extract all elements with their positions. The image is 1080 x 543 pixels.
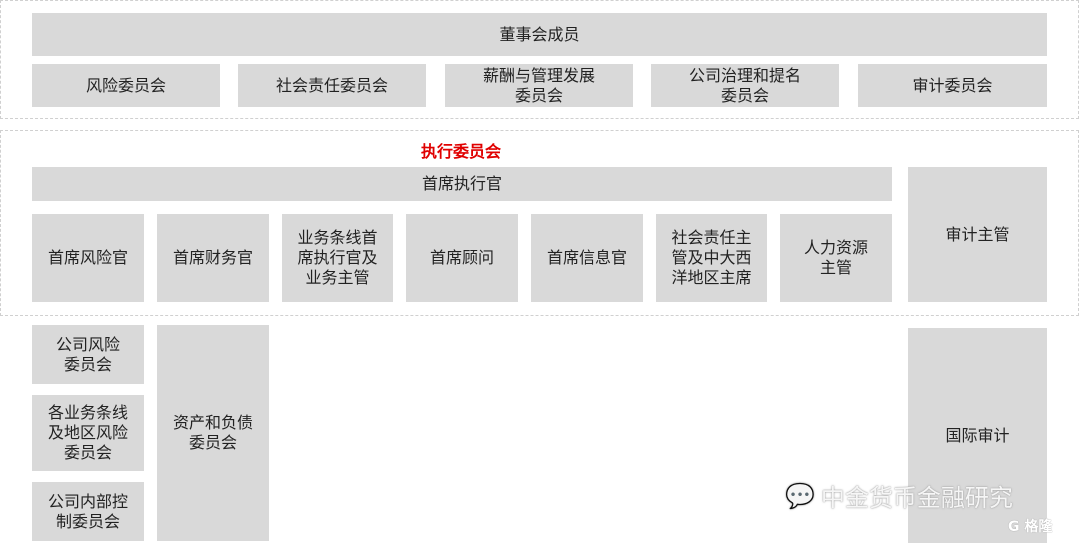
executive-group — [0, 130, 1079, 316]
board-committee: 公司治理和提名 委员会 — [651, 64, 839, 107]
risk-committee: 公司风险 委员会 — [32, 325, 144, 384]
officer: 社会责任主 管及中大西 洋地区主席 — [656, 214, 767, 302]
international-audit: 国际审计 — [908, 328, 1047, 543]
board-committee: 社会责任委员会 — [238, 64, 426, 107]
board-members: 董事会成员 — [32, 13, 1047, 56]
board-group — [0, 0, 1079, 119]
risk-committee: 各业务条线 及地区风险 委员会 — [32, 395, 144, 471]
alco-committee: 资产和负债 委员会 — [157, 325, 269, 541]
risk-committee: 公司内部控 制委员会 — [32, 482, 144, 541]
watermark-text: 中金货币金融研究 — [820, 484, 1013, 512]
officer: 首席财务官 — [157, 214, 269, 302]
ceo: 首席执行官 — [32, 167, 892, 201]
officer: 人力资源 主管 — [780, 214, 892, 302]
board-committee: 审计委员会 — [858, 64, 1047, 107]
executive-committee-title: 执行委员会 — [421, 142, 502, 161]
wechat-icon: 💬 — [785, 481, 815, 510]
watermark-logo: G 格隆 — [1008, 519, 1053, 535]
audit-head: 审计主管 — [908, 167, 1047, 302]
officer: 首席信息官 — [531, 214, 643, 302]
officer: 业务条线首 席执行官及 业务主管 — [282, 214, 393, 302]
board-committee: 风险委员会 — [32, 64, 220, 107]
officer: 首席顾问 — [406, 214, 518, 302]
watermark: 💬中金货币金融研究 — [785, 478, 1013, 513]
board-committee: 薪酬与管理发展 委员会 — [445, 64, 633, 107]
officer: 首席风险官 — [32, 214, 144, 302]
